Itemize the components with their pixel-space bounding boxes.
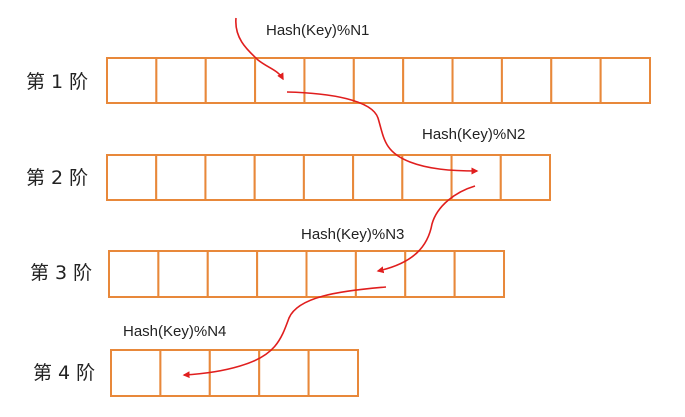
tier-2-bucket-row: [106, 154, 551, 201]
tier-2-bucket-cell: [106, 154, 158, 201]
tier-1-bucket-cell: [402, 57, 454, 104]
tier-3-bucket-cell: [305, 250, 357, 298]
tier-4-bucket-cell: [110, 349, 162, 397]
tier-3-bucket-cell: [453, 250, 506, 298]
tier-3-bucket-row: [108, 250, 506, 298]
tier-3-bucket-cell: [206, 250, 259, 298]
tier-1-bucket-cell: [303, 57, 355, 104]
tier-4-bucket-cell: [258, 349, 310, 397]
tier-3-bucket-cell: [157, 250, 209, 298]
tier-4-bucket-cell: [307, 349, 360, 397]
tier-3-label: 第 3 阶: [30, 262, 92, 284]
hash-label-n3: Hash(Key)%N3: [301, 226, 404, 243]
tier-4-bucket-row: [110, 349, 360, 397]
tier-2-bucket-cell: [499, 154, 551, 201]
tier-2-label: 第 2 阶: [26, 167, 88, 189]
tier-4-label: 第 4 阶: [33, 362, 95, 384]
hash-label-n2: Hash(Key)%N2: [422, 126, 525, 143]
tier-3-bucket-cell: [256, 250, 308, 298]
tier-3-bucket-cell: [108, 250, 160, 298]
tier-2-bucket-cell: [253, 154, 305, 201]
tier-3-bucket-cell: [404, 250, 456, 298]
tier-2-bucket-cell: [155, 154, 207, 201]
tier-1-bucket-cell: [204, 57, 257, 104]
tier-1-bucket-cell: [155, 57, 207, 104]
tier-1-bucket-cell: [254, 57, 306, 104]
tier-3-bucket-cell: [354, 250, 407, 298]
arrow-tier-3-to-tier-4: [182, 286, 387, 379]
tier-2-bucket-cell: [352, 154, 404, 201]
arrow-tier-2-to-tier-3: [376, 185, 476, 274]
tier-4-bucket-cell: [208, 349, 261, 397]
tier-2-bucket-cell: [204, 154, 256, 201]
tier-1-bucket-row: [106, 57, 652, 104]
arrow-tier-1-to-tier-2: [286, 91, 479, 175]
tier-1-bucket-cell: [599, 57, 652, 104]
tier-1-bucket-cell: [500, 57, 553, 104]
tier-1-bucket-cell: [550, 57, 602, 104]
tier-2-bucket-cell: [302, 154, 355, 201]
hash-label-n1: Hash(Key)%N1: [266, 22, 369, 39]
tier-1-bucket-cell: [451, 57, 503, 104]
arrow-into-tier-1: [235, 17, 284, 81]
tier-1-bucket-cell: [352, 57, 405, 104]
tier-1-bucket-cell: [106, 57, 158, 104]
tier-1-label: 第 1 阶: [26, 71, 88, 93]
hash-label-n4: Hash(Key)%N4: [123, 323, 226, 340]
